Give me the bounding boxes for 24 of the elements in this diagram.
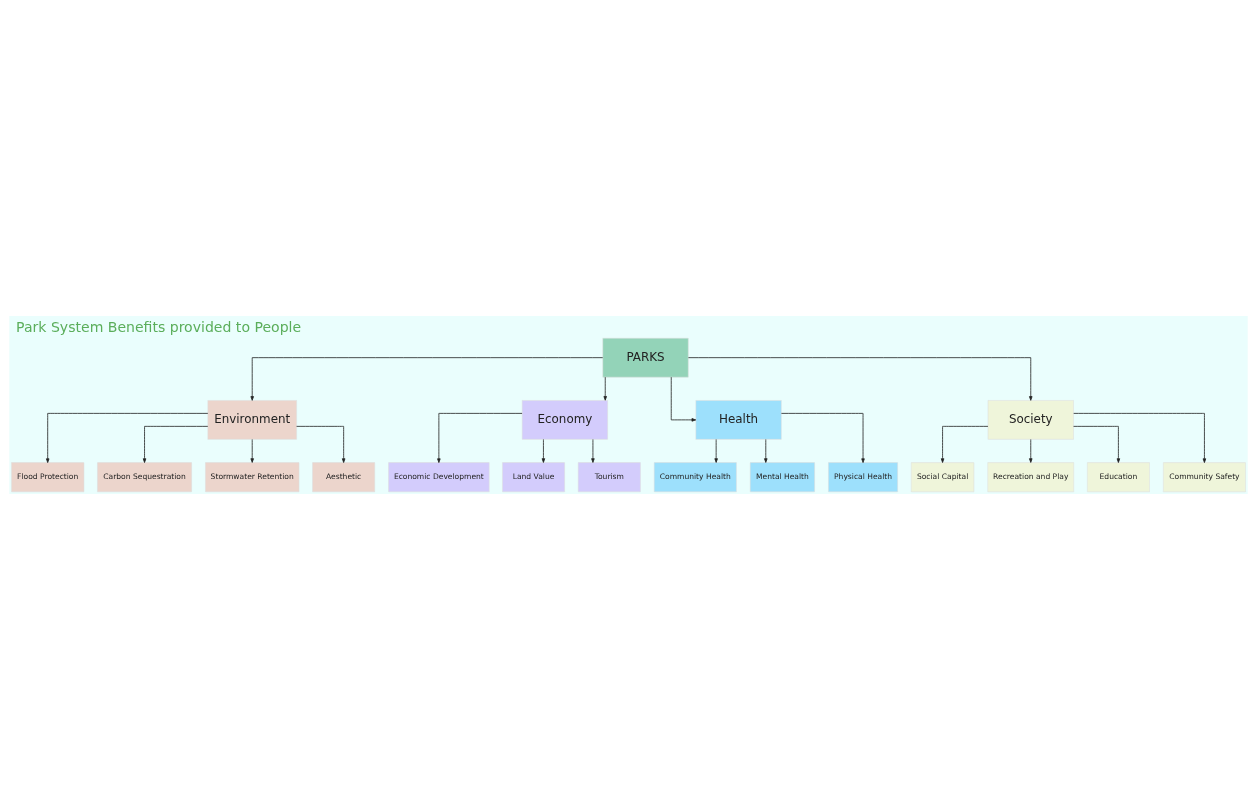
- arrow: [780, 412, 865, 463]
- node-box: Environment: [207, 399, 297, 440]
- arrow: [142, 425, 208, 463]
- arrow: [590, 438, 595, 463]
- arrow: [687, 356, 1032, 401]
- diagram-title: Park System Benefits provided to People: [15, 318, 301, 335]
- arrow: [1028, 438, 1032, 463]
- arrow: [45, 412, 208, 463]
- node-box: Economy: [521, 399, 608, 440]
- arrow: [940, 425, 988, 463]
- arrow: [713, 438, 718, 463]
- arrow: [436, 412, 522, 463]
- arrow: [250, 356, 603, 401]
- node-box: PARKS: [602, 337, 689, 377]
- arrow: [670, 376, 696, 422]
- arrow: [603, 376, 607, 401]
- arrow: [763, 438, 767, 463]
- node-box: Society: [987, 399, 1074, 440]
- arrow: [1072, 425, 1120, 463]
- arrow: [250, 438, 254, 463]
- arrow: [295, 425, 345, 463]
- arrow: [541, 438, 545, 463]
- node-box: Health: [695, 399, 782, 440]
- arrow: [1072, 412, 1206, 463]
